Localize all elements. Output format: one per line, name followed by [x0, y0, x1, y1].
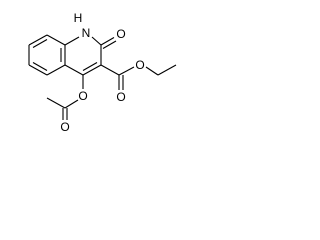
- bond-cacyl-ch3: [46, 97, 66, 109]
- atom-label-o-acetoxy: O: [78, 89, 87, 103]
- bond-oacetoxy-cacyl: [64, 99, 79, 109]
- bond-n1-c2: [91, 36, 102, 46]
- atom-label-o-ester-carbonyl: O: [116, 90, 125, 104]
- bond-benzene-1: [28, 34, 48, 46]
- bond-c8a-n1: [64, 36, 80, 46]
- atom-label-n: N: [82, 26, 91, 40]
- bond-benzene-double-1: [32, 39, 48, 48]
- bond-oether-ch2: [145, 66, 159, 76]
- bond-c2-o-double-b: [102, 40, 117, 49]
- bond-c3-cester: [100, 64, 120, 76]
- structure-svg: H N O O O O O: [28, 11, 177, 134]
- bond-benzene-4: [46, 64, 66, 76]
- bond-benzene-2: [46, 34, 66, 46]
- pyridinone-ring: [64, 36, 102, 76]
- bond-c4-c4a: [64, 64, 84, 76]
- bond-c2-o-double-a: [100, 37, 115, 46]
- bond-benzene-double-2: [32, 62, 48, 71]
- atom-label-o-ester-ether: O: [135, 58, 144, 72]
- bond-benzene-5: [28, 64, 48, 76]
- bond-ch2-ch3: [157, 64, 177, 76]
- bond-c3-c4: [82, 64, 102, 76]
- bond-cester-oether: [118, 66, 135, 76]
- atom-label-h: H: [74, 11, 83, 25]
- structure-diagram: H N O O O O O: [0, 0, 225, 159]
- atom-label-o-lactam: O: [116, 27, 125, 41]
- atom-label-o-acetyl: O: [60, 120, 69, 134]
- benzene-ring: [28, 34, 66, 76]
- bond-c3-c4-double: [82, 62, 98, 71]
